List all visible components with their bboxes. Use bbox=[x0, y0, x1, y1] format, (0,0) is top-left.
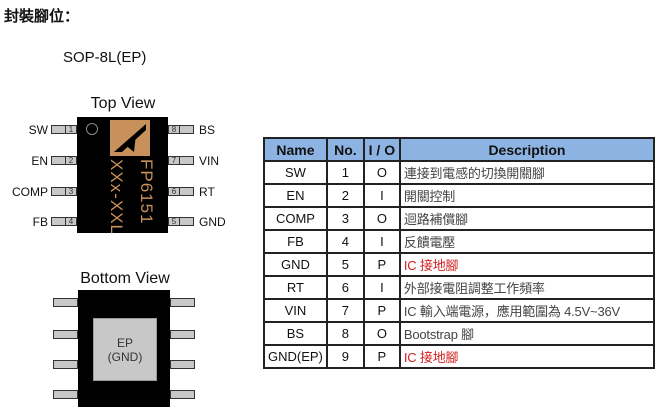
cell-io: O bbox=[362, 321, 401, 346]
ep-sublabel: (GND) bbox=[107, 349, 143, 364]
pin-number: 2 bbox=[65, 157, 76, 165]
pin-label: RT bbox=[199, 185, 215, 199]
header-name: Name bbox=[263, 137, 328, 162]
brand-logo-icon bbox=[110, 120, 150, 156]
cell-io: P bbox=[362, 344, 401, 369]
pin-number: 7 bbox=[169, 157, 180, 165]
top-view-label: Top View bbox=[90, 95, 156, 112]
cell-no: 8 bbox=[325, 321, 365, 346]
pin-label: GND bbox=[199, 215, 226, 229]
cell-io: P bbox=[362, 252, 401, 277]
cell-desc: IC 接地腳 bbox=[398, 252, 656, 277]
marking-code: XXx-XXL bbox=[107, 159, 126, 235]
cell-io: P bbox=[362, 298, 401, 323]
pin-number: 4 bbox=[65, 218, 76, 226]
pin-number: 5 bbox=[169, 218, 180, 226]
cell-desc: 開關控制 bbox=[398, 183, 656, 208]
pad bbox=[53, 298, 78, 307]
cell-name: VIN bbox=[263, 298, 328, 323]
pad bbox=[53, 330, 78, 339]
cell-no: 9 bbox=[325, 344, 365, 369]
pin-label: FB bbox=[32, 215, 48, 229]
cell-desc: 連接到電感的切換開關腳 bbox=[398, 160, 656, 185]
pad bbox=[170, 330, 195, 339]
bottom-view-label: Bottom View bbox=[80, 270, 170, 287]
cell-no: 3 bbox=[325, 206, 365, 231]
cell-name: GND bbox=[263, 252, 328, 277]
cell-name: FB bbox=[263, 229, 328, 254]
ep-label: EP bbox=[116, 335, 133, 350]
cell-desc: IC 接地腳 bbox=[398, 344, 656, 369]
cell-no: 4 bbox=[325, 229, 365, 254]
header-description: Description bbox=[398, 137, 656, 162]
pad bbox=[170, 298, 195, 307]
pad bbox=[170, 360, 195, 369]
package-name: SOP-8L(EP) bbox=[63, 49, 147, 66]
cell-io: O bbox=[362, 160, 401, 185]
exposed-pad: EP (GND) bbox=[93, 318, 157, 381]
pin-label: VIN bbox=[199, 154, 220, 168]
pin-label: EN bbox=[31, 154, 48, 168]
top-view-chip: FP6151 XXx-XXL bbox=[77, 117, 168, 235]
table-header: Name No. I / O Description bbox=[263, 137, 656, 162]
pad bbox=[53, 390, 78, 399]
section-title: 封裝腳位： bbox=[4, 8, 80, 25]
pin-label: BS bbox=[199, 123, 216, 137]
cell-name: EN bbox=[263, 183, 328, 208]
cell-no: 2 bbox=[325, 183, 365, 208]
pin-number: 8 bbox=[169, 126, 180, 134]
cell-name: SW bbox=[263, 160, 328, 185]
cell-name: RT bbox=[263, 275, 328, 300]
cell-name: BS bbox=[263, 321, 328, 346]
pad bbox=[53, 360, 78, 369]
cell-no: 5 bbox=[325, 252, 365, 277]
marking-part: FP6151 bbox=[137, 159, 156, 225]
cell-io: O bbox=[362, 206, 401, 231]
pin-number: 3 bbox=[65, 188, 76, 196]
pin-label: COMP bbox=[12, 185, 48, 199]
pin-number: 6 bbox=[169, 188, 180, 196]
cell-no: 6 bbox=[325, 275, 365, 300]
cell-no: 7 bbox=[325, 298, 365, 323]
cell-desc: IC 輸入端電源，應用範圍為 4.5V~36V bbox=[398, 298, 656, 323]
header-no: No. bbox=[325, 137, 365, 162]
cell-no: 1 bbox=[325, 160, 365, 185]
pad bbox=[170, 390, 195, 399]
cell-io: I bbox=[362, 275, 401, 300]
pin-label: SW bbox=[28, 123, 48, 137]
cell-name: GND(EP) bbox=[263, 344, 328, 369]
pin-number: 1 bbox=[65, 126, 76, 134]
cell-desc: 迴路補償腳 bbox=[398, 206, 656, 231]
cell-io: I bbox=[362, 183, 401, 208]
cell-desc: 外部接電阻調整工作頻率 bbox=[398, 275, 656, 300]
cell-desc: 反饋電壓 bbox=[398, 229, 656, 254]
cell-io: I bbox=[362, 229, 401, 254]
header-io: I / O bbox=[362, 137, 401, 162]
cell-desc: Bootstrap 腳 bbox=[398, 321, 656, 346]
pin1-dot-icon bbox=[86, 123, 98, 135]
cell-name: COMP bbox=[263, 206, 328, 231]
